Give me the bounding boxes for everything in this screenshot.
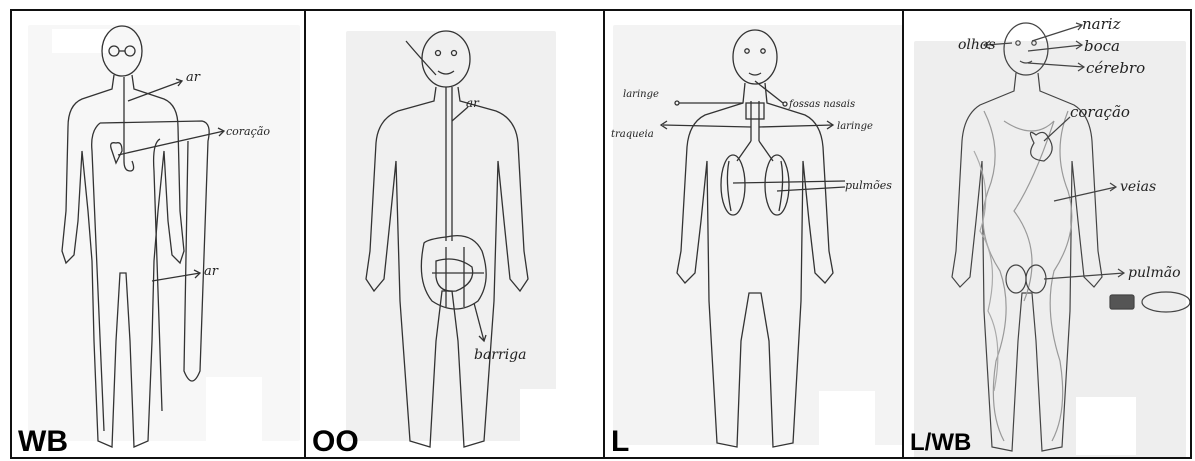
annotation-air-leg: ar bbox=[204, 264, 219, 279]
panel-label: L/WB bbox=[910, 431, 971, 455]
annotation-brain: cérebro bbox=[1086, 59, 1145, 77]
annotation-mouth: boca bbox=[1084, 37, 1120, 55]
annotation-larynx-left: laringe bbox=[623, 89, 659, 100]
body-drawing: ar coração ar bbox=[12, 11, 306, 459]
annotation-lungs: pulmão bbox=[1128, 265, 1181, 281]
panel-label: L bbox=[611, 427, 629, 457]
panel-oo: ar barriga OO bbox=[304, 9, 605, 459]
annotation-nasal: fossas nasais bbox=[788, 99, 855, 110]
annotation-larynx-right: laringe bbox=[837, 121, 873, 132]
annotation-eyes: olhos bbox=[958, 37, 996, 53]
body-drawing: ar barriga bbox=[306, 11, 605, 459]
body-drawing: nariz olhos boca cérebro coração veias p… bbox=[904, 11, 1192, 459]
panel-lwb: nariz olhos boca cérebro coração veias p… bbox=[902, 9, 1192, 459]
annotation-trachea: traqueia bbox=[611, 129, 654, 140]
annotation-belly: barriga bbox=[474, 347, 526, 363]
annotation-air-top: ar bbox=[186, 70, 201, 85]
panel-l: laringe fossas nasais traqueia laringe p… bbox=[603, 9, 904, 459]
annotation-heart: coração bbox=[226, 125, 270, 138]
annotation-heart: coração bbox=[1070, 103, 1130, 121]
panel-wb: ar coração ar WB bbox=[10, 9, 306, 459]
panel-label: WB bbox=[18, 427, 68, 457]
panel-label: OO bbox=[312, 427, 359, 457]
body-drawing: laringe fossas nasais traqueia laringe p… bbox=[605, 11, 904, 459]
annotation-air: ar bbox=[466, 96, 480, 110]
annotation-nose: nariz bbox=[1082, 15, 1121, 33]
annotation-lungs: pulmões bbox=[845, 179, 892, 192]
annotation-veins: veias bbox=[1120, 179, 1156, 195]
